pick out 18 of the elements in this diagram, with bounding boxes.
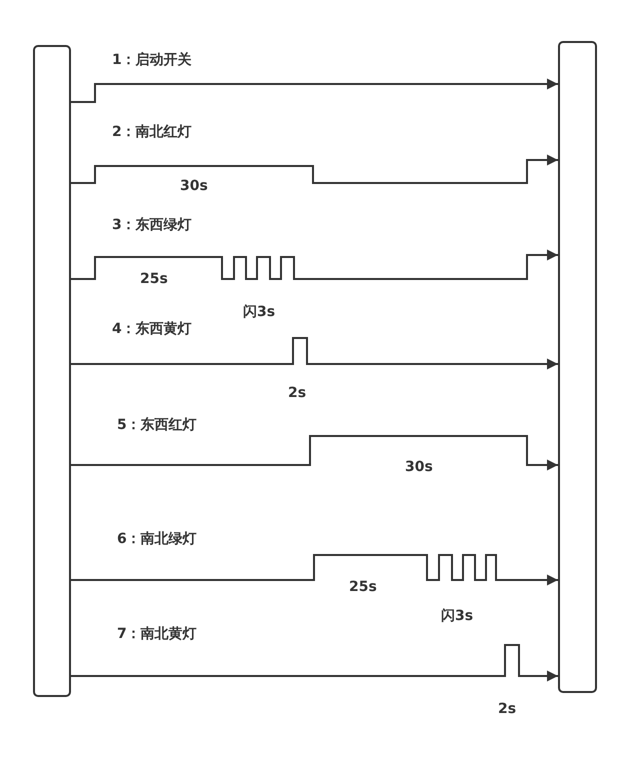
waveform-arrow (71, 154, 558, 184)
bar-node (33, 45, 71, 697)
waveform-arrow (71, 644, 558, 682)
waveform-arrow (71, 250, 558, 280)
signal-label: 1：启动开关 (112, 52, 192, 69)
waveform-arrow (71, 554, 558, 586)
waveform-arrow (71, 435, 558, 470)
signal-label: 2：南北红灯 (112, 124, 192, 141)
signal-label: 5：东西红灯 (117, 417, 197, 434)
waveform-arrow (71, 78, 558, 103)
bar-node (558, 41, 597, 693)
signal-label: 3：东西绿灯 (112, 217, 192, 234)
signal-label: 4：东西黄灯 (112, 321, 192, 338)
signal-label: 6：南北绿灯 (117, 531, 197, 548)
signal-label: 7：南北黄灯 (117, 626, 197, 643)
waveform-arrow (71, 337, 558, 370)
duration-label: 闪3s (243, 304, 276, 321)
duration-label: 闪3s (441, 608, 474, 625)
